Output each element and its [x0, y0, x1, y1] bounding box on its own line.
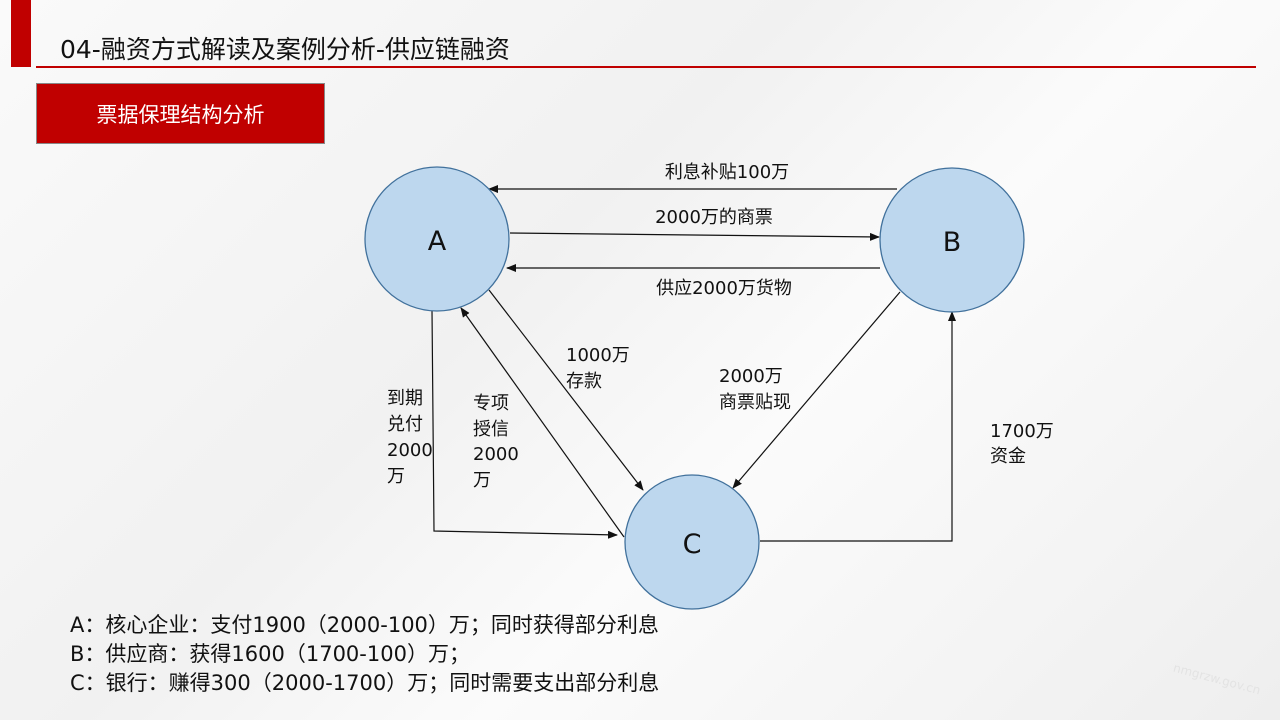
edge-label-credit-2: 授信 — [473, 419, 509, 440]
node-b — [879, 167, 1025, 313]
edge-label-credit-1: 专项 — [473, 393, 509, 414]
section-label: 票据保理结构分析 — [36, 83, 325, 144]
edge-label-payment-4: 万 — [387, 466, 405, 487]
edge-label-credit-4: 万 — [473, 470, 491, 491]
title-divider — [36, 66, 1256, 68]
edge-label-goods: 供应2000万货物 — [656, 278, 792, 299]
page-title: 04-融资方式解读及案例分析-供应链融资 — [60, 35, 510, 64]
edge-label-payment-2: 兑付 — [387, 414, 423, 435]
arrow-c-to-b-funds — [760, 311, 956, 542]
summary-line-a: A：核心企业：支付1900（2000-100）万；同时获得部分利息 — [70, 613, 659, 637]
summary-line-b: B：供应商：获得1600（1700-100）万； — [70, 642, 470, 666]
edge-label-discount-2: 商票贴现 — [719, 392, 791, 413]
title-accent-bar — [11, 0, 31, 67]
edge-label-funds-1: 1700万 — [990, 421, 1054, 442]
edge-label-payment-1: 到期 — [387, 388, 423, 409]
arrow-a-to-c-payment — [431, 309, 618, 539]
edge-label-discount-1: 2000万 — [719, 366, 783, 387]
arrow-c-to-a-credit — [460, 307, 625, 538]
summary-line-c: C：银行：赚得300（2000-1700）万；同时需要支出部分利息 — [70, 671, 660, 695]
edge-label-funds-2: 资金 — [990, 446, 1026, 467]
edge-label-deposit-1: 1000万 — [566, 345, 630, 366]
summary: A：核心企业：支付1900（2000-100）万；同时获得部分利息 B：供应商：… — [70, 611, 659, 698]
arrow-b-to-c-discount — [732, 291, 901, 489]
edge-label-interest: 利息补贴100万 — [665, 162, 789, 183]
node-b-label: B — [943, 227, 962, 258]
edge-label-deposit-2: 存款 — [566, 371, 602, 392]
arrow-a-to-b-bill — [509, 232, 880, 241]
node-c — [624, 474, 760, 610]
node-a-label: A — [428, 226, 447, 257]
edge-label-payment-3: 2000 — [387, 440, 433, 461]
edge-label-credit-3: 2000 — [473, 444, 519, 465]
edge-label-bill: 2000万的商票 — [655, 207, 773, 228]
node-a — [364, 166, 510, 312]
arrow-a-to-c-deposit — [488, 289, 644, 491]
node-c-label: C — [683, 529, 702, 560]
